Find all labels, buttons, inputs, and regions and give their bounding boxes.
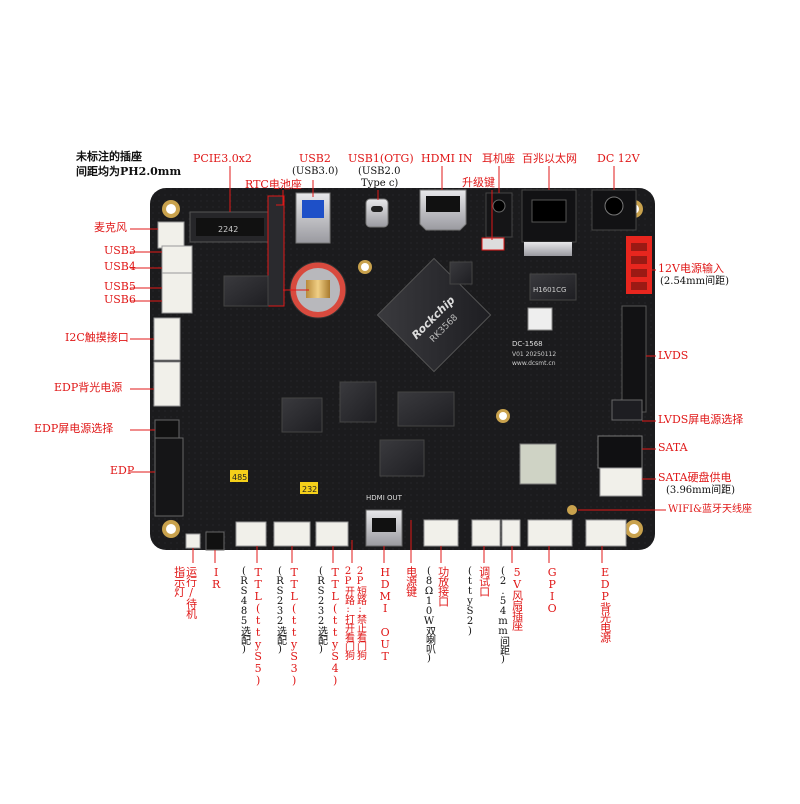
label-amp: 功放接口 <box>436 566 450 606</box>
right-headers <box>567 305 647 515</box>
label-usb2-sub: (USB3.0) <box>292 166 339 177</box>
left-connectors <box>153 221 225 551</box>
label-ttl3-sub: (RS232选配) <box>274 566 286 654</box>
label-amp-sub: (8Ω10W双喇叭) <box>423 566 435 663</box>
dc-jack <box>591 189 637 231</box>
label-power12: 12V电源输入 <box>658 262 724 275</box>
ethernet-port <box>521 189 577 256</box>
label-rtc: RTC电池座 <box>245 178 302 191</box>
label-run-led-2: 指示灯 <box>172 566 186 596</box>
pitch-note-line1: 未标注的插座 <box>76 150 142 163</box>
label-usb5: USB5 <box>104 280 136 293</box>
rs485-silk: 485 <box>232 473 247 482</box>
power-12v-header <box>626 236 652 294</box>
hdmi-in-port <box>419 189 467 231</box>
label-usb1: USB1(OTG) <box>348 152 414 165</box>
label-fan-sub: (2.54mm间距) <box>497 566 509 664</box>
label-earphone: 耳机座 <box>482 152 515 165</box>
label-mic: 麦克风 <box>94 221 127 234</box>
usb1-port <box>365 198 389 228</box>
rtc-battery <box>289 261 347 319</box>
label-lvds: LVDS <box>658 349 689 362</box>
label-power-key: 电源键 <box>404 566 418 596</box>
label-sata-power: SATA硬盘供电 <box>658 471 732 484</box>
label-ttl5: TTL(ttyS5) <box>251 566 265 686</box>
label-fan: 5V风扇插座 <box>510 566 524 630</box>
label-ttl4: TTL(ttyS4) <box>328 566 342 686</box>
label-debug: 调试口 <box>477 566 491 596</box>
label-upgrade: 升级键 <box>462 176 495 189</box>
label-usb4: USB4 <box>104 260 136 273</box>
label-sata: SATA <box>658 441 688 454</box>
label-sata-power-sub: (3.96mm间距) <box>666 485 736 496</box>
label-hdmi-in: HDMI IN <box>421 152 473 165</box>
label-ethernet: 百兆以太网 <box>522 152 577 165</box>
pitch-note: 未标注的插座 间距均为PH2.0mm <box>76 150 181 180</box>
label-debug-sub: (ttyS2) <box>464 566 476 636</box>
model-silk: DC-1568 <box>512 340 543 348</box>
label-gpio: GPIO <box>545 566 559 614</box>
hdmi-out-silk: HDMI OUT <box>366 494 403 502</box>
bottom-connectors: HDMI OUT <box>235 494 627 547</box>
callout-lines <box>130 166 666 563</box>
label-edp-power-sel: EDP屏电源选择 <box>34 422 114 435</box>
label-pcie: PCIE3.0x2 <box>193 152 252 165</box>
misc-chips: H1601CG DC-1568 V01 20250112 www.dcsmt.c… <box>223 261 577 494</box>
label-i2c: I2C触摸接口 <box>65 331 129 344</box>
label-edp: EDP <box>110 464 135 477</box>
label-usb3: USB3 <box>104 244 136 257</box>
label-ir: IR <box>209 566 223 590</box>
m2-size-text: 2242 <box>218 225 238 234</box>
label-wifi: WIFI&蓝牙天线座 <box>668 504 753 515</box>
pitch-note-line2: 间距均为PH2.0mm <box>76 164 182 178</box>
label-watchdog-1: 2P短路:禁止看门狗 <box>354 566 366 659</box>
label-ttl3: TTL(ttyS3) <box>287 566 301 686</box>
label-power12-sub: (2.54mm间距) <box>660 276 730 287</box>
label-run-led-1: 运行/待机 <box>184 566 198 618</box>
label-hdmi-out: HDMI OUT <box>378 566 392 662</box>
m2-slot: 2242 <box>189 195 285 307</box>
label-dc: DC 12V <box>597 152 640 165</box>
rs232-silk: 232 <box>302 485 317 494</box>
label-lvds-sel: LVDS屏电源选择 <box>658 413 744 426</box>
label-ttl5-sub: (RS485选配) <box>238 566 250 654</box>
label-watchdog-2: 2P开路:打开看门狗 <box>342 566 354 659</box>
label-usb6: USB6 <box>104 293 136 306</box>
soc-chip: Rockchip RK3568 <box>376 257 492 373</box>
label-usb1-sub2: Type c) <box>361 178 399 189</box>
lan-chip-text: H1601CG <box>533 286 566 294</box>
label-usb2: USB2 <box>299 152 331 165</box>
version-silk: V01 20250112 <box>512 351 556 358</box>
label-ttl4-sub: (RS232选配) <box>315 566 327 654</box>
label-usb1-sub1: (USB2.0 <box>358 166 401 177</box>
label-edp-bl-power: EDP背光电源 <box>54 381 123 394</box>
usb2-port <box>295 192 331 244</box>
label-edp-backlight: EDP背光电源 <box>598 566 612 642</box>
url-silk: www.dcsmt.cn <box>512 360 556 367</box>
